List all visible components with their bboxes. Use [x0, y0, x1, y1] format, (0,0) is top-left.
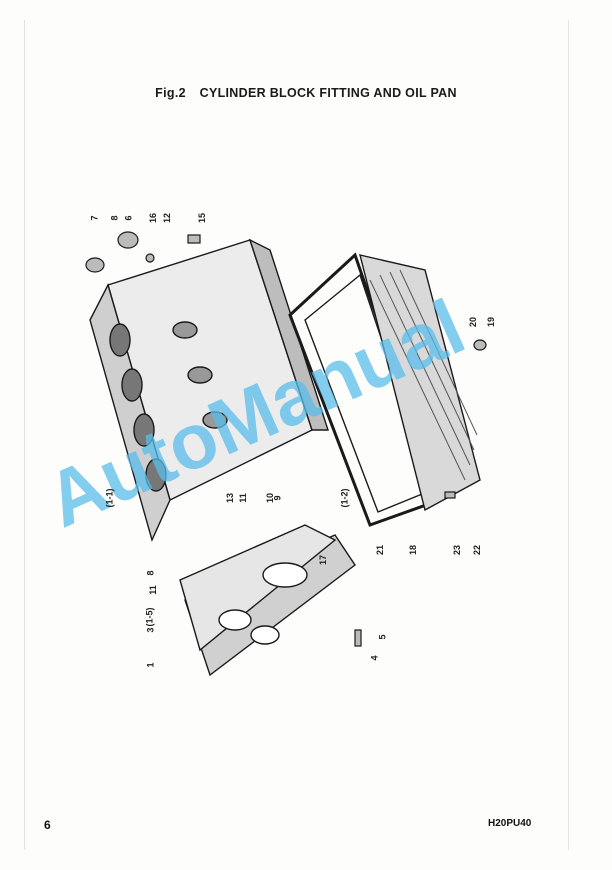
- part-callout: 7: [89, 215, 100, 221]
- page-number: 6: [44, 818, 51, 832]
- small-parts: [85, 231, 487, 647]
- part-callout: 11: [147, 585, 158, 595]
- part-callout: 6: [123, 215, 134, 221]
- part-callout: 3: [145, 627, 156, 633]
- part-callout: 13: [225, 492, 236, 504]
- page-margin-right: [568, 20, 569, 850]
- part-callout: 15: [197, 212, 208, 224]
- part-callout: 22: [472, 544, 483, 556]
- front-cover: [179, 524, 356, 677]
- figure-title: Fig.2 CYLINDER BLOCK FITTING AND OIL PAN: [0, 86, 612, 100]
- document-code: H20PU40: [488, 818, 532, 829]
- part-callout: 9: [272, 495, 283, 501]
- part-callout: 20: [468, 316, 479, 328]
- part-callout: (1-1): [104, 488, 115, 508]
- cylinder-block: [89, 238, 329, 543]
- part-callout: 8: [109, 215, 120, 221]
- oil-pan: [288, 252, 481, 527]
- part-callout: 5: [377, 634, 388, 640]
- part-callout: 4: [369, 655, 380, 661]
- part-callout: 16: [148, 212, 159, 224]
- part-callout: 23: [452, 544, 463, 556]
- part-callout: 1: [145, 662, 156, 668]
- part-callout: 19: [486, 316, 497, 328]
- part-callout: (1-5): [144, 607, 155, 627]
- page-margin-left: [24, 20, 25, 850]
- part-callout: 12: [162, 212, 173, 224]
- part-callout: 11: [237, 493, 248, 503]
- part-callout: 18: [408, 544, 419, 556]
- part-callout: 21: [375, 544, 386, 556]
- part-callout: 17: [318, 554, 329, 566]
- exploded-parts-diagram: [85, 231, 487, 677]
- part-callout: 8: [145, 570, 156, 576]
- figure-caption: CYLINDER BLOCK FITTING AND OIL PAN: [199, 86, 457, 100]
- figure-label: Fig.2: [155, 86, 186, 100]
- part-callout: (1-2): [339, 488, 350, 508]
